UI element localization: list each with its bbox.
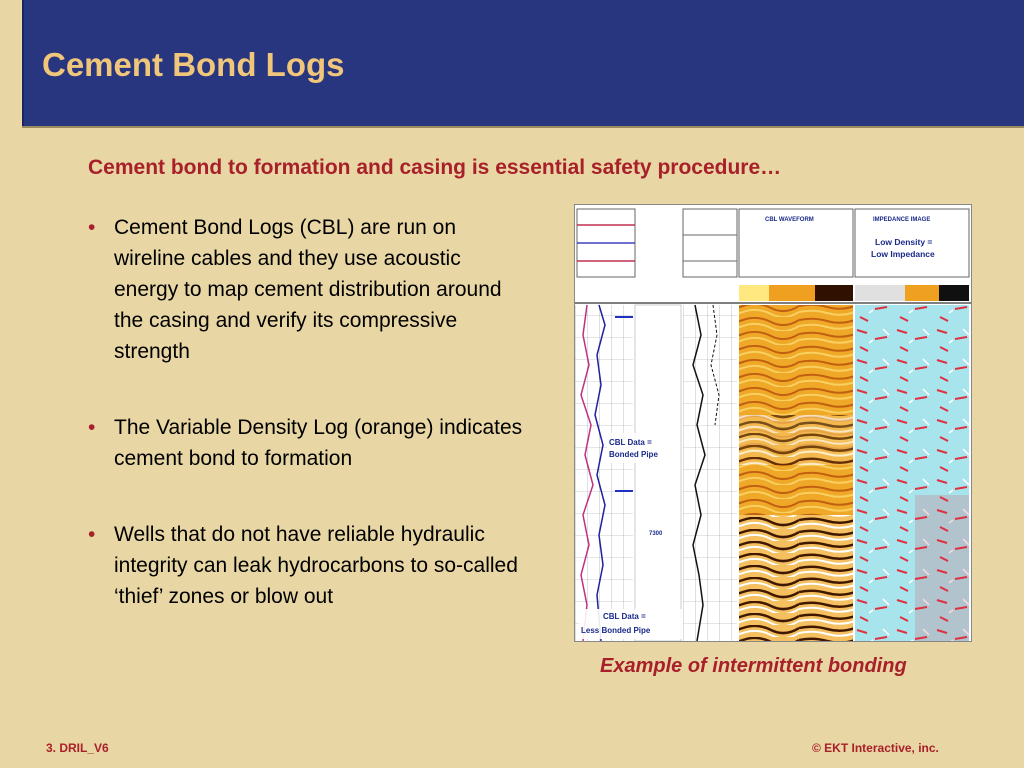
bullet-text: Wells that do not have reliable hydrauli… [114,523,518,608]
figure-caption: Example of intermittent bonding [600,655,907,677]
vdl-track-bonded [739,305,853,515]
log-header-block [575,205,971,283]
bullet-item: • Cement Bond Logs (CBL) are run on wirel… [88,212,528,367]
depth-marker: 7300 [649,531,663,537]
impedance-image-header: IMPEDANCE IMAGE [873,217,930,223]
bullet-dot-icon: • [88,523,96,546]
vdl-track-free-pipe [739,515,853,641]
bonded-label-1: CBL Data = [609,438,652,447]
log-plot-svg: CBL WAVEFORM IMPEDANCE IMAGE Low Density… [575,205,971,641]
cbl-waveform-header: CBL WAVEFORM [765,217,814,223]
gamma-ray-track [575,305,633,641]
bonded-label-2: Bonded Pipe [609,450,658,459]
title-divider [22,126,1024,128]
bullet-list: • Cement Bond Logs (CBL) are run on wirel… [88,212,528,657]
bullet-item: • The Variable Density Log (orange) indic… [88,412,528,474]
amplitude-track [683,305,737,641]
slide-subtitle: Cement bond to formation and casing is e… [88,156,782,179]
less-bonded-label-1: CBL Data = [603,612,646,621]
footer-course-code: 3. DRIL_V6 [46,741,109,755]
title-bar [22,0,1024,126]
depth-track [634,304,682,641]
bullet-text: Cement Bond Logs (CBL) are run on wireli… [114,216,502,363]
impedance-image-track [855,305,969,641]
less-bonded-label-2: Less Bonded Pipe [581,626,651,635]
impedance-note-2: Low Impedance [871,249,935,259]
left-margin [0,0,22,768]
bullet-text: The Variable Density Log (orange) indica… [114,416,523,470]
bullet-item: • Wells that do not have reliable hydraul… [88,519,528,612]
footer-copyright: © EKT Interactive, inc. [812,741,939,755]
cement-bond-log-image: CBL WAVEFORM IMPEDANCE IMAGE Low Density… [574,204,972,642]
bullet-dot-icon: • [88,416,96,439]
bullet-dot-icon: • [88,216,96,239]
slide-title: Cement Bond Logs [42,46,345,83]
impedance-note-1: Low Density = [875,237,932,247]
